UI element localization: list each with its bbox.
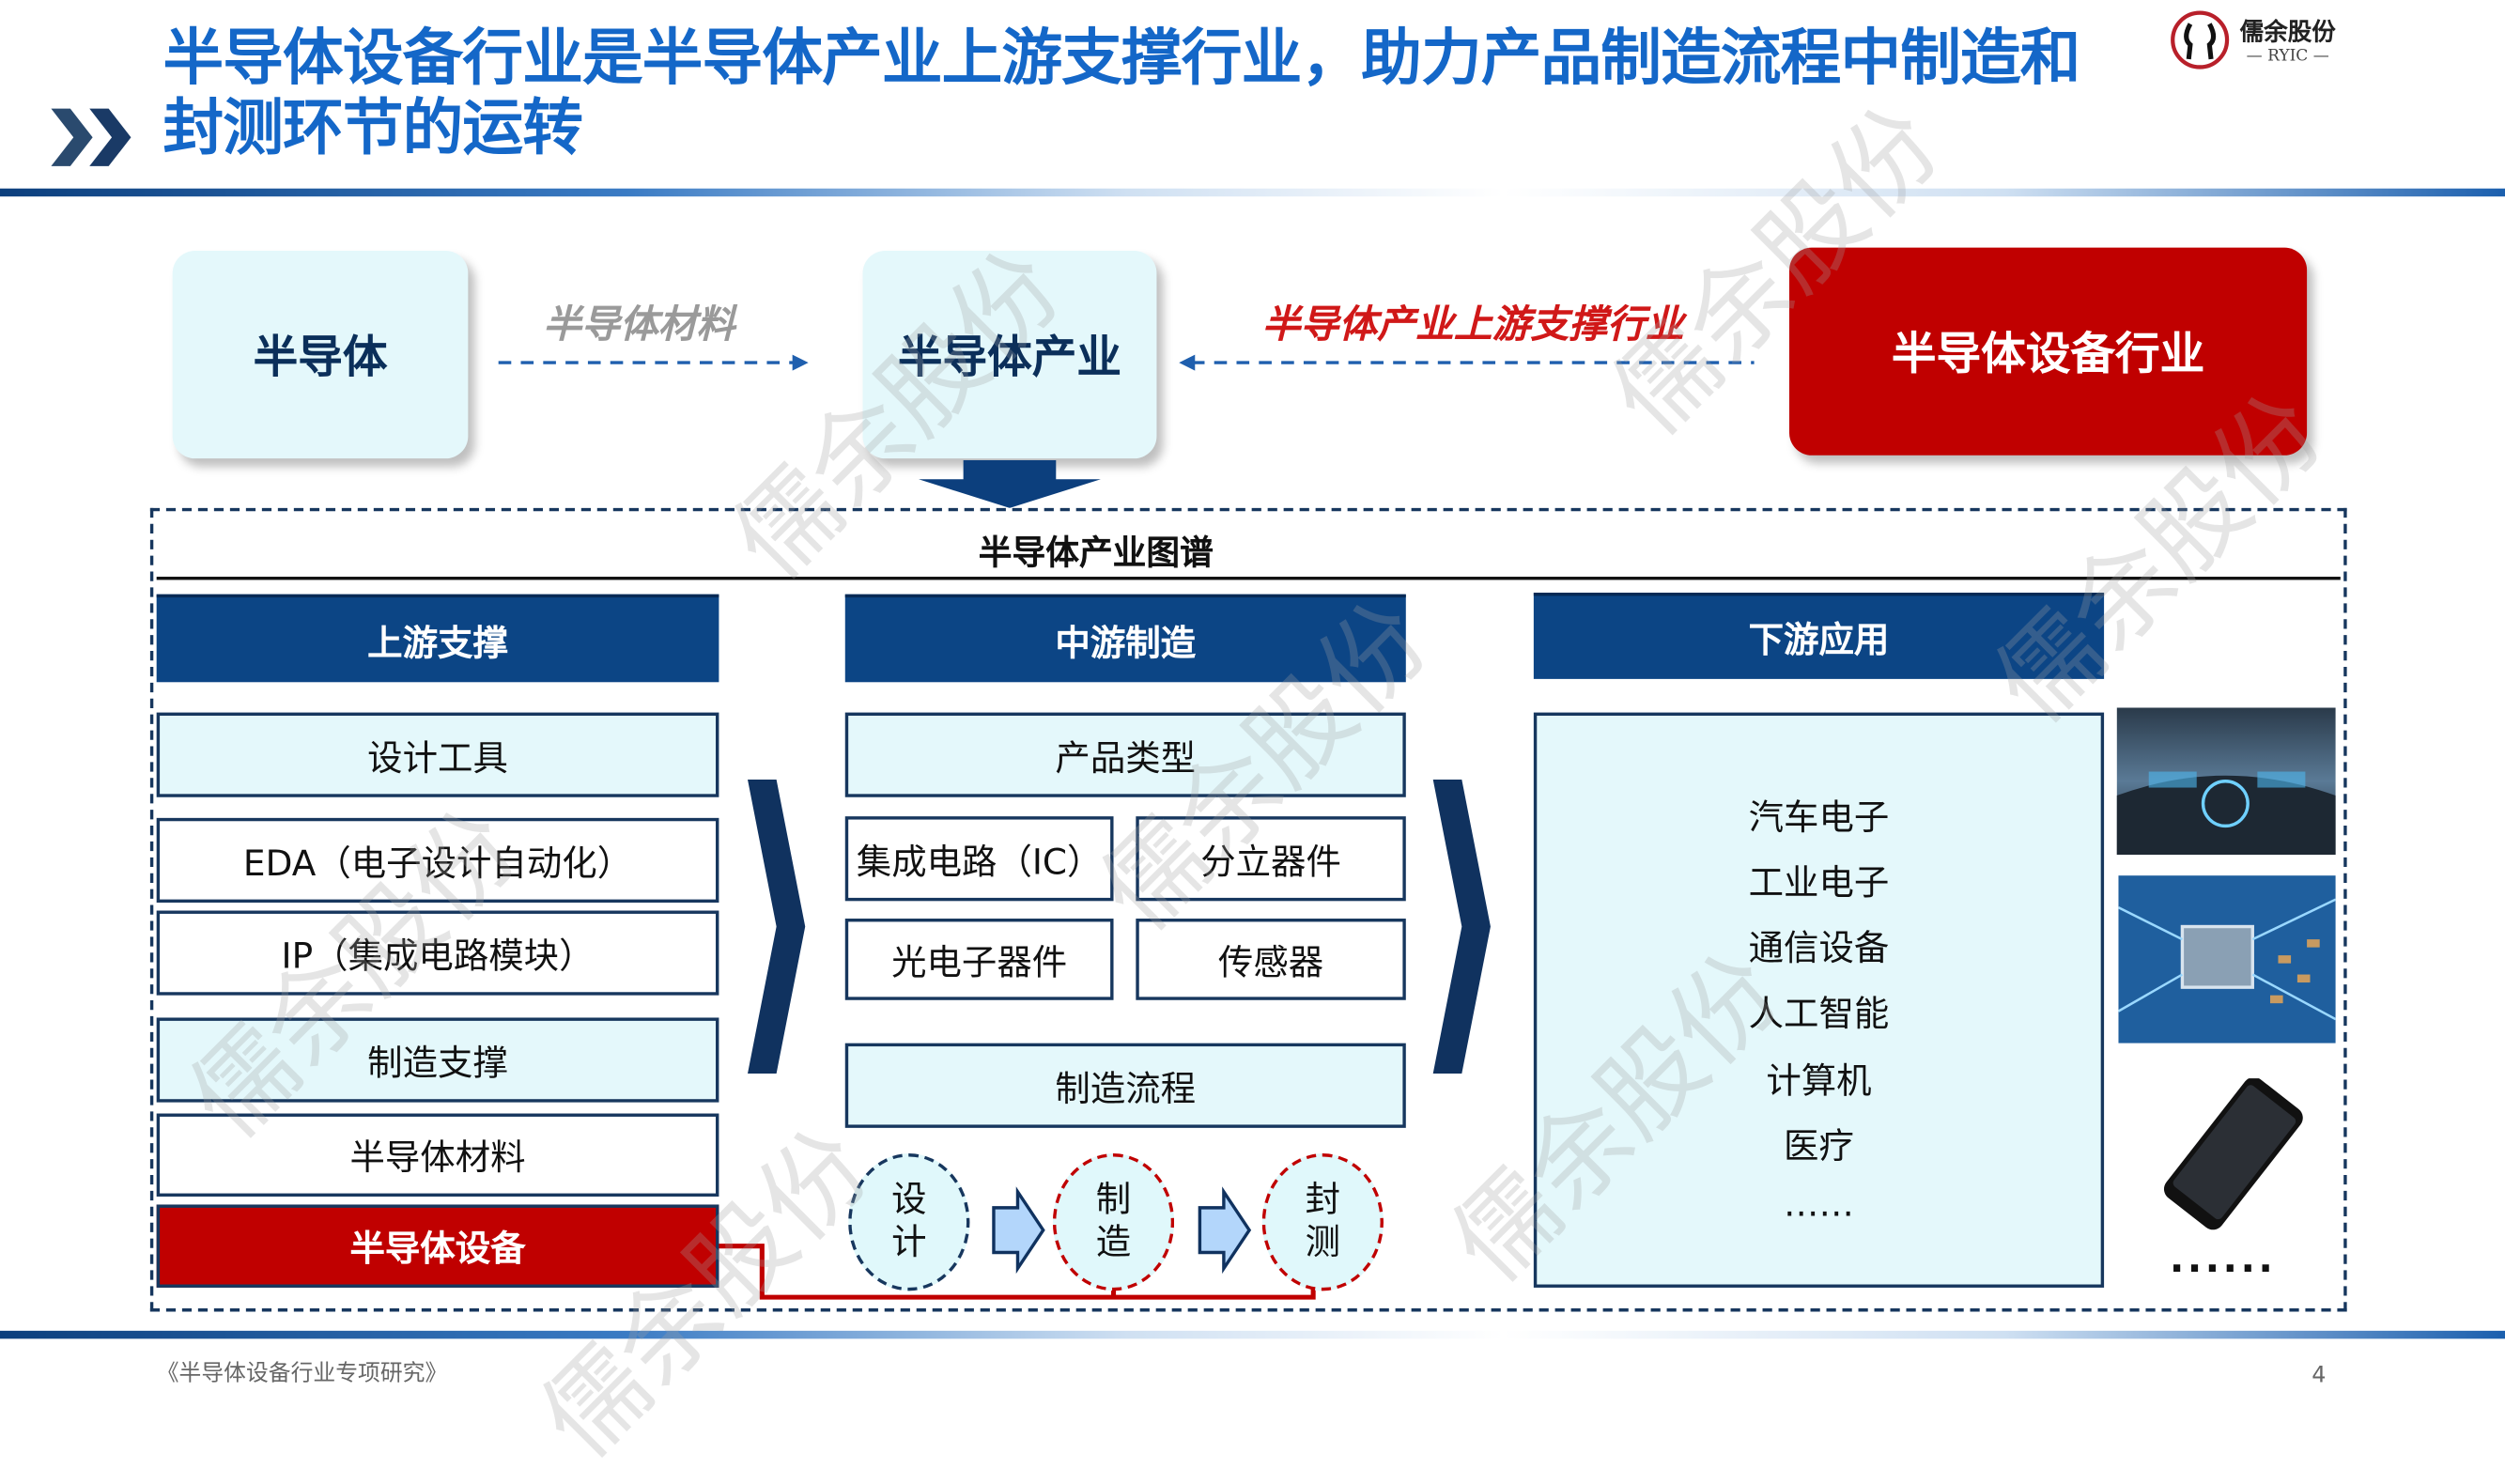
dashed-arrow-right bbox=[498, 354, 809, 371]
materials-label: 半导体材料 bbox=[543, 301, 735, 348]
car-interior-image bbox=[2116, 707, 2336, 855]
logo-emblem-icon bbox=[2171, 10, 2230, 70]
upstream-item: 制造支撑 bbox=[156, 1017, 719, 1103]
logo-sub: — RYIC — bbox=[2246, 48, 2329, 66]
downstream-panel bbox=[1533, 712, 2105, 1288]
smartphone-image bbox=[2163, 1078, 2303, 1230]
page-title: 半导体设备行业是半导体产业上游支撑行业，助力产品制造流程中制造和 封测环节的运转 bbox=[162, 23, 2175, 163]
footer-source: 《半导体设备行业专项研究》 bbox=[156, 1361, 448, 1387]
step-design: 设 计 bbox=[848, 1153, 970, 1291]
downstream-item: 计算机 bbox=[1766, 1062, 1872, 1103]
header-divider bbox=[0, 188, 2505, 197]
logo-name: 儒余股份 bbox=[2239, 17, 2336, 47]
upstream-item: IP（集成电路模块） bbox=[156, 910, 719, 996]
step-manufacture: 制 造 bbox=[1052, 1153, 1175, 1291]
downstream-item: 人工智能 bbox=[1748, 995, 1890, 1036]
downstream-header: 下游应用 bbox=[1533, 593, 2105, 679]
chevron-right-icon bbox=[1432, 780, 1491, 1074]
circuit-board-image bbox=[2118, 875, 2336, 1043]
down-arrow-icon bbox=[919, 459, 1101, 508]
upstream-item: 设计工具 bbox=[156, 712, 719, 797]
map-title-rule bbox=[156, 577, 2341, 580]
step-packaging-test: 封 测 bbox=[1261, 1153, 1384, 1291]
downstream-item: …… bbox=[1784, 1185, 1854, 1226]
semiconductor-box: 半导体 bbox=[172, 251, 469, 459]
more-applications: ...... bbox=[2169, 1236, 2277, 1282]
manufacturing-process: 制造流程 bbox=[844, 1043, 1406, 1128]
dashed-arrow-left bbox=[1179, 354, 1755, 371]
title-line-2: 封测环节的运转 bbox=[162, 92, 583, 163]
equipment-industry-box: 半导体设备行业 bbox=[1789, 247, 2308, 456]
product-item: 集成电路（IC） bbox=[844, 816, 1114, 902]
downstream-item: 医疗 bbox=[1784, 1127, 1854, 1168]
industry-map-frame bbox=[149, 507, 2347, 1312]
upstream-item-equipment: 半导体设备 bbox=[156, 1204, 719, 1288]
midstream-header: 中游制造 bbox=[844, 594, 1406, 683]
product-item: 传感器 bbox=[1136, 919, 1406, 1000]
upstream-header: 上游支撑 bbox=[156, 594, 719, 683]
product-types: 产品类型 bbox=[844, 712, 1406, 797]
product-item: 分立器件 bbox=[1136, 816, 1406, 902]
company-logo: 儒余股份 — RYIC — bbox=[2170, 9, 2336, 70]
title-line-1: 半导体设备行业是半导体产业上游支撑行业，助力产品制造流程中制造和 bbox=[162, 22, 2080, 93]
map-title: 半导体产业图谱 bbox=[978, 533, 1214, 572]
semiconductor-industry-box: 半导体产业 bbox=[862, 251, 1157, 459]
downstream-item: 汽车电子 bbox=[1748, 798, 1890, 839]
page-number: 4 bbox=[2312, 1362, 2327, 1389]
upstream-support-label: 半导体产业上游支撑行业 bbox=[1261, 301, 1684, 348]
footer-divider bbox=[0, 1330, 2505, 1339]
chevron-right-icon bbox=[748, 780, 806, 1074]
double-chevron-icon bbox=[51, 108, 131, 166]
downstream-item: 通信设备 bbox=[1748, 929, 1890, 970]
downstream-item: 工业电子 bbox=[1748, 864, 1890, 904]
upstream-item: EDA（电子设计自动化） bbox=[156, 817, 719, 904]
upstream-item: 半导体材料 bbox=[156, 1113, 719, 1197]
product-item: 光电子器件 bbox=[844, 919, 1114, 1000]
